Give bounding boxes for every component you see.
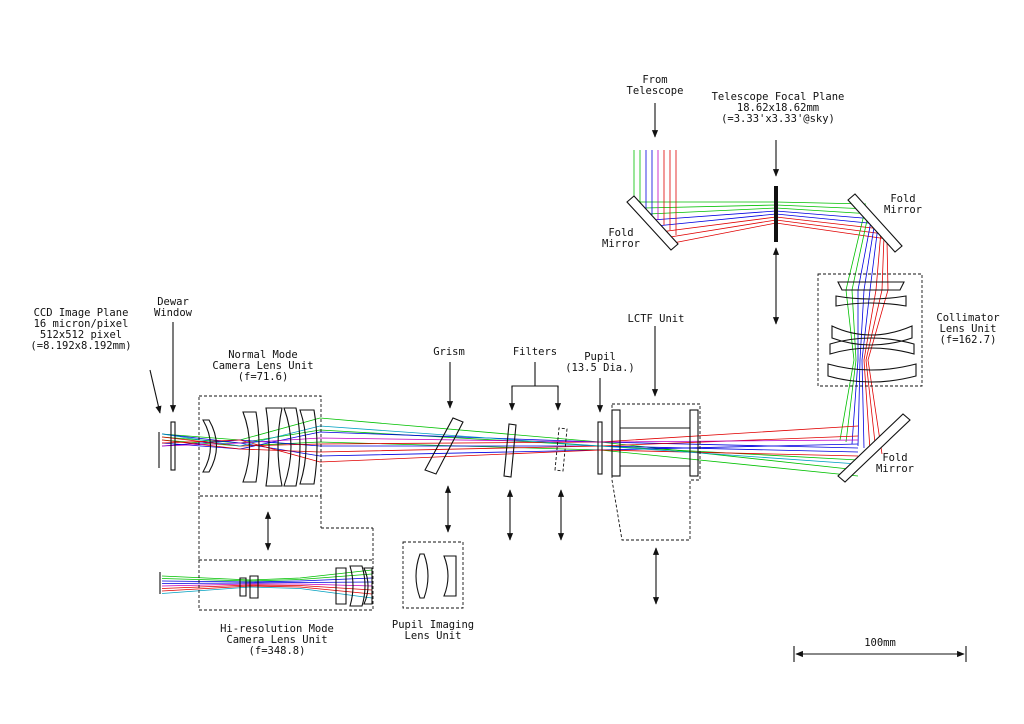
label-from-telescope: From Telescope bbox=[626, 74, 684, 97]
label-dewar-window: Dewar Window bbox=[154, 296, 192, 319]
label-lctf-unit: LCTF Unit bbox=[627, 313, 685, 325]
main-leg-ray bbox=[161, 425, 859, 465]
hires-ray bbox=[161, 586, 373, 599]
main-leg-ray bbox=[161, 431, 859, 450]
main-leg-ray bbox=[161, 437, 859, 447]
telescope-focal-plane-element bbox=[772, 140, 780, 325]
lctf-unit bbox=[611, 326, 701, 605]
hires-ray bbox=[161, 581, 373, 584]
normal-mode-camera-lens-unit bbox=[198, 395, 374, 560]
ray-bundles bbox=[161, 201, 889, 599]
label-fold-mirror-left: Fold Mirror bbox=[602, 227, 640, 250]
pupil-element bbox=[596, 378, 604, 475]
filters-elements bbox=[503, 362, 568, 541]
collimator-ray bbox=[857, 220, 876, 447]
collimator-ray bbox=[865, 235, 885, 453]
scale-bar bbox=[793, 646, 967, 662]
dewar-window bbox=[169, 322, 177, 471]
hires-ray bbox=[161, 577, 373, 583]
fold-mirror-bottom-right bbox=[837, 413, 911, 483]
label-pupil: Pupil (13.5 Dia.) bbox=[565, 351, 635, 374]
main-leg-ray bbox=[161, 417, 859, 471]
hires-camera-lens-unit bbox=[159, 559, 374, 611]
incoming-telescope-rays bbox=[633, 150, 677, 235]
collimator-ray bbox=[861, 225, 879, 449]
label-ccd-image-plane: CCD Image Plane 16 micron/pixel 512x512 … bbox=[30, 307, 132, 352]
label-normal-mode-camera: Normal Mode Camera Lens Unit (f=71.6) bbox=[212, 349, 314, 383]
collimator-ray bbox=[839, 205, 867, 441]
top-leg-ray bbox=[643, 204, 870, 210]
main-leg-ray bbox=[161, 435, 859, 453]
label-grism: Grism bbox=[433, 346, 465, 358]
top-leg-ray bbox=[647, 207, 873, 215]
label-telescope-focal-plane: Telescope Focal Plane 18.62x18.62mm (=3.… bbox=[711, 91, 845, 125]
collimator-ray bbox=[867, 240, 889, 455]
top-leg-ray bbox=[640, 201, 867, 205]
main-leg-ray bbox=[161, 425, 859, 447]
collimator-lens-unit bbox=[817, 273, 923, 387]
label-fold-mirror-top-right: Fold Mirror bbox=[884, 193, 922, 216]
main-leg-ray bbox=[161, 433, 859, 457]
top-leg-ray bbox=[659, 216, 882, 233]
collimator-ray bbox=[851, 215, 873, 445]
label-collimator-lens-unit: Collimator Lens Unit (f=162.7) bbox=[936, 312, 1000, 346]
pupil-imaging-lens-unit bbox=[402, 541, 464, 609]
collimator-ray bbox=[863, 230, 882, 451]
fold-mirror-top-right bbox=[847, 193, 903, 253]
fold-mirror-left bbox=[626, 195, 679, 251]
label-hires-camera: Hi-resolution Mode Camera Lens Unit (f=3… bbox=[220, 623, 334, 657]
grism-element bbox=[424, 362, 464, 533]
label-scale-bar: 100mm bbox=[864, 637, 896, 649]
hires-ray bbox=[161, 569, 373, 581]
collimator-ray bbox=[845, 210, 870, 443]
label-filters: Filters bbox=[512, 346, 558, 358]
label-pupil-imaging: Pupil Imaging Lens Unit bbox=[391, 619, 475, 642]
label-fold-mirror-bottom-right: Fold Mirror bbox=[876, 452, 914, 475]
top-leg-ray bbox=[655, 213, 879, 227]
ccd-image-plane bbox=[149, 369, 162, 468]
